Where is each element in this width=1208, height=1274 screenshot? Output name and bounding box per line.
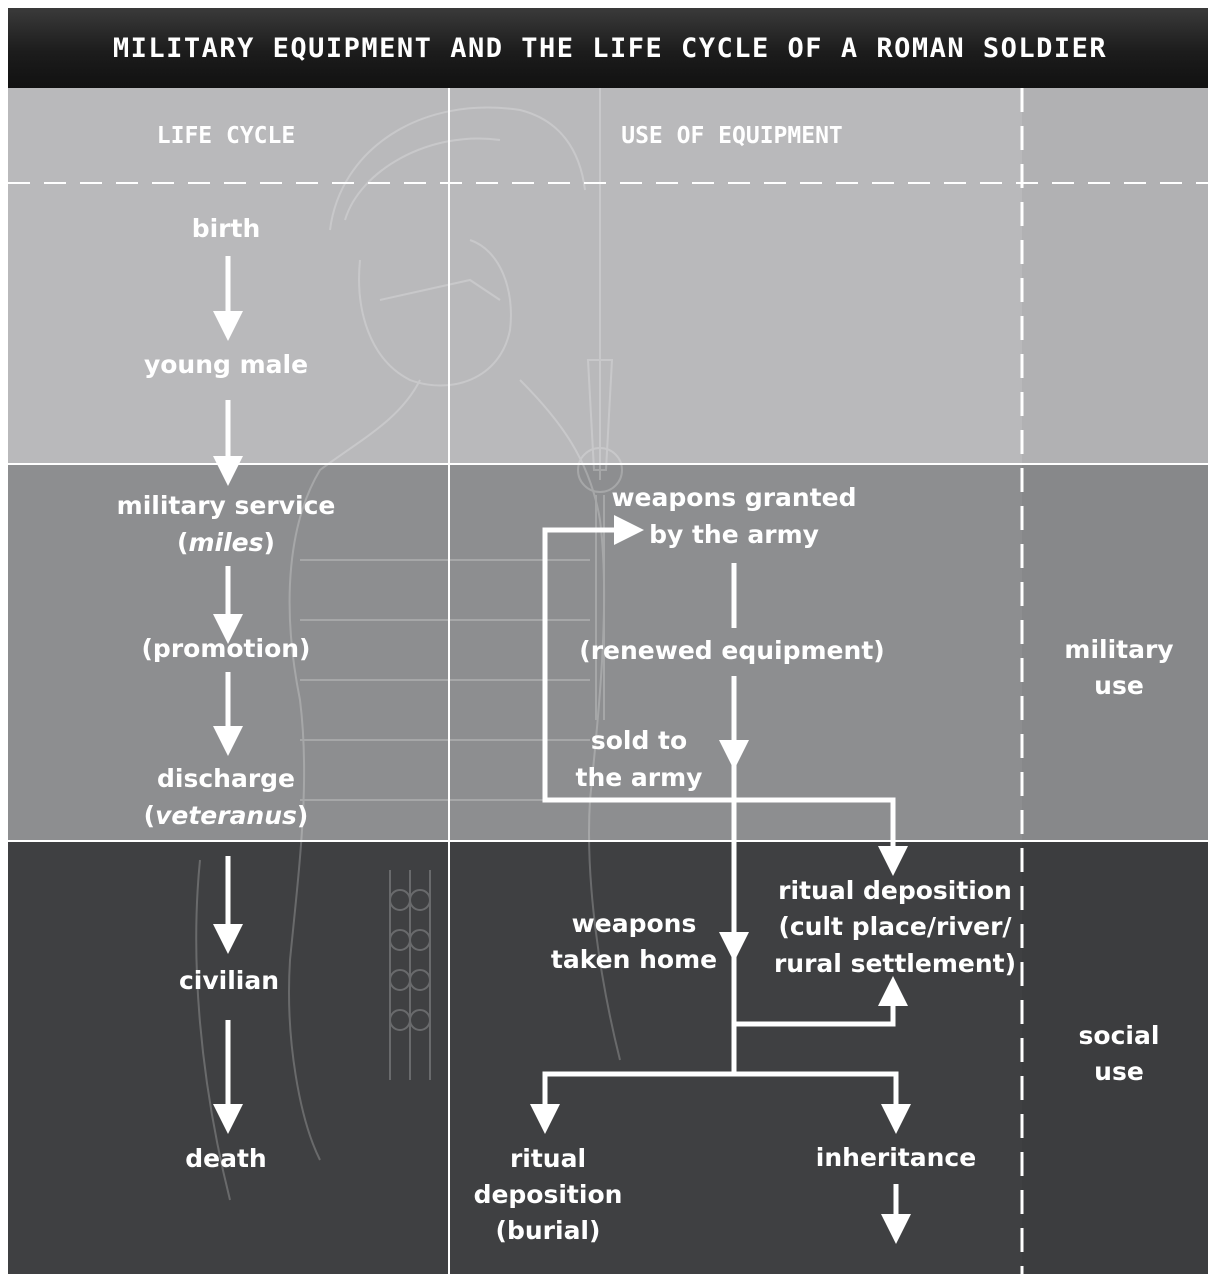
label-social-use-1: social <box>1079 1021 1160 1050</box>
diagram-title: MILITARY EQUIPMENT AND THE LIFE CYCLE OF… <box>113 33 1107 64</box>
label-weapons-granted-2: by the army <box>649 520 819 549</box>
header-use-of-equipment: USE OF EQUIPMENT <box>621 123 843 149</box>
band-middle <box>8 464 1208 841</box>
header-life-cycle: LIFE CYCLE <box>157 123 295 149</box>
label-renewed-equipment: (renewed equipment) <box>579 636 884 665</box>
band-top <box>8 88 1208 464</box>
flow-sold-to-army-loop <box>542 515 734 803</box>
label-veteranus-italic: veteranus <box>155 801 297 830</box>
label-promotion: (promotion) <box>142 634 311 663</box>
flow-home-to-ritual <box>734 976 908 1027</box>
label-ritual-deposition-1: ritual deposition <box>778 876 1012 905</box>
label-birth: birth <box>192 214 261 243</box>
label-weapons-taken-home-1: weapons <box>572 909 697 938</box>
label-miles: (miles) <box>177 528 275 557</box>
label-miles-italic: miles <box>188 528 263 557</box>
label-discharge: discharge <box>157 764 295 793</box>
label-military-service: military service <box>117 491 336 520</box>
label-death: death <box>185 1144 266 1173</box>
label-burial-2: deposition <box>474 1180 623 1209</box>
label-young-male: young male <box>144 350 308 379</box>
flow-to-ritual-deposition <box>734 797 908 876</box>
label-military-use-2: use <box>1094 671 1144 700</box>
right-column-tint <box>1022 88 1208 1274</box>
label-sold-to-1: sold to <box>591 726 687 755</box>
flow-to-inheritance <box>734 1071 911 1134</box>
label-social-use-2: use <box>1094 1057 1144 1086</box>
title-bar <box>8 8 1208 88</box>
label-veteranus: (veteranus) <box>144 801 309 830</box>
label-military-use-1: military <box>1064 635 1173 664</box>
label-burial-1: ritual <box>510 1144 586 1173</box>
label-sold-to-2: the army <box>576 763 703 792</box>
label-ritual-deposition-3: rural settlement) <box>774 949 1016 978</box>
equipment-flow-arrows <box>530 515 911 1244</box>
flow-to-burial <box>530 1071 734 1134</box>
label-inheritance: inheritance <box>816 1143 976 1172</box>
label-civilian: civilian <box>179 966 279 995</box>
label-burial-3: (burial) <box>496 1216 601 1245</box>
label-ritual-deposition-2: (cult place/river/ <box>778 912 1012 941</box>
label-weapons-granted-1: weapons granted <box>611 483 856 512</box>
label-weapons-taken-home-2: taken home <box>551 945 717 974</box>
band-bottom <box>8 841 1208 1274</box>
roman-soldier-illustration <box>195 20 623 1201</box>
